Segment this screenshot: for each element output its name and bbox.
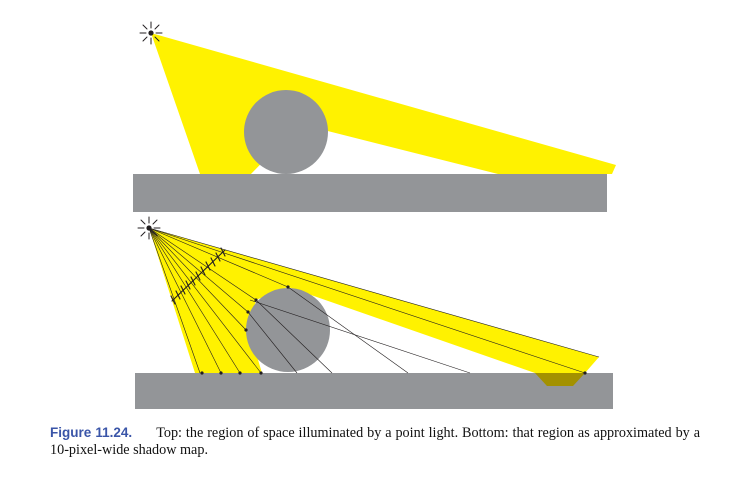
sample-point [246,310,250,314]
caption-label: Figure 11.24. [50,425,133,440]
shadow-ray [148,227,201,374]
sample-point [254,298,258,302]
top-illuminated-region [151,33,616,176]
sample-point [219,371,223,375]
bottom-floor [135,373,613,409]
shadow-ray [148,227,222,374]
occluded-ray [249,299,471,374]
shadow-ray [148,227,262,374]
sample-point [238,371,242,375]
shadow-ray [148,227,241,374]
shadow-ray [148,227,247,331]
top-floor [133,174,607,212]
sample-point [286,285,290,289]
shadow-ray [148,227,600,358]
shadow-map-rays [148,227,600,374]
occluded-ray [255,299,333,374]
point-light-icon [137,216,161,240]
depth-sample-points [200,285,587,375]
sample-point [583,371,587,375]
sample-point [200,371,204,375]
top-panel [133,21,616,212]
occluded-ray [287,286,409,374]
shadow-ray [148,227,249,313]
top-sphere [244,90,328,174]
bottom-panel [135,216,613,409]
shadow-map-plane [170,247,226,305]
floor-light-overlap [535,373,585,386]
shadow-ray [148,227,586,374]
point-light-icon [139,21,163,45]
sample-point [259,371,263,375]
caption-text: Top: the region of space illuminated by … [50,425,700,458]
shadow-ray [148,227,257,301]
figure-caption: Figure 11.24.Top: the region of space il… [50,424,700,459]
figure-illustration [133,21,616,409]
sample-point [244,328,248,332]
occluded-ray [247,311,298,374]
bottom-sphere [246,288,330,372]
bottom-illuminated-region [149,228,599,379]
